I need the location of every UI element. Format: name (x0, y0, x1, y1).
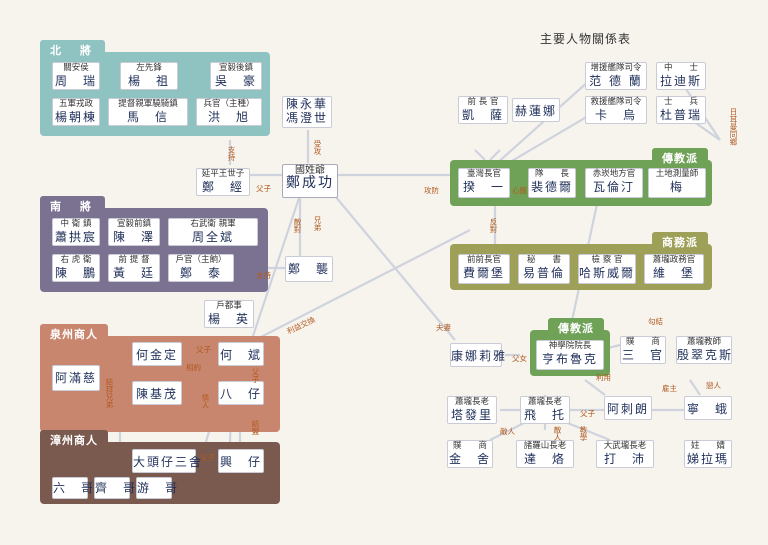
node-liuge: 六 哥 (52, 477, 93, 499)
node-yanping: 延平王世子鄭 經 (196, 168, 250, 196)
label-diren2: 敵人 (553, 426, 562, 441)
node-youge: 游 哥 (136, 477, 177, 499)
node-koxinga: 國姓爺鄭成功 (282, 164, 338, 198)
group-zhangzhou-title: 漳州商人 (40, 430, 108, 450)
group-commerce-title: 商務派 (652, 232, 708, 252)
node-he-bin: 何 斌 (218, 342, 264, 366)
node-xuanyi-hou: 宣毅後鎮吳 豪 (210, 62, 262, 90)
node-xiaolong-jiaoshi: 蕭壠教師殷翠克斯 (676, 336, 734, 364)
node-a-lang: 阿刺朗 (604, 396, 652, 420)
label-jiebai: 結盟 (251, 420, 260, 435)
group-south-title: 南 將 (40, 196, 105, 216)
node-zuoxian: 左先鋒楊 祖 (120, 62, 178, 90)
label-xinfu: 心腹 (512, 186, 527, 195)
label-gouhe: 勾結 (648, 317, 663, 326)
node-helianna: 赫蓮娜 (512, 98, 560, 122)
group-missionary-small-title: 傳教派 (548, 318, 604, 338)
node-datou: 大頭仔三舍 (132, 449, 201, 473)
node-xuanyi-qian: 宣毅前鎮陳 澤 (108, 218, 160, 246)
node-mishu: 秘 書易普倫 (518, 254, 570, 284)
chart-title: 主要人物關係表 (540, 32, 632, 46)
node-he-jinding: 何金定 (132, 342, 182, 366)
node-zhongshi: 中 士拉迪斯 (656, 62, 706, 90)
node-chikan: 赤崁地方官瓦倫汀 (585, 168, 643, 198)
label-liyong: 利用 (596, 373, 611, 382)
label-diren: 敵人 (500, 427, 515, 436)
node-taiwan: 臺灣長官揆 一 (458, 168, 510, 198)
group-missionary-title: 傳教派 (652, 148, 708, 168)
node-qianti: 前 提 督黃 廷 (108, 254, 160, 282)
node-xiaolong-zl2: 蕭壠長老飛 托 (520, 396, 570, 424)
node-shenxue: 神學院院長亨布魯克 (536, 340, 604, 370)
label-fuxun: 父女 (512, 354, 527, 363)
node-mai-jin: 贌 商金 舍 (447, 440, 493, 468)
label-riben: 日耳曼同鄉 (729, 108, 738, 146)
label-fandui: 反對 (489, 218, 498, 233)
group-quanzhou-title: 泉州商人 (40, 324, 108, 344)
node-zhongwei: 中 衛 鎮蕭拱宸 (52, 218, 100, 246)
node-zheng-xi: 鄭 襲 (285, 256, 333, 282)
label-qingren: 情人 (201, 394, 210, 409)
node-chen-yonghua: 陳永華馮澄世 (282, 96, 332, 128)
label-fuqi: 夫妻 (436, 323, 451, 332)
node-guanan: 關安侯周 瑞 (52, 62, 100, 90)
label-fuzi6: 父子 (580, 409, 595, 418)
label-fuzi3: 父子 (251, 368, 260, 383)
node-shibing: 士 兵杜普瑞 (656, 96, 706, 124)
label-dizhen: 敵對 (293, 218, 302, 233)
node-chen-jimao: 陳基茂 (132, 381, 182, 405)
node-xiaolong: 蕭壠政務官維 堡 (644, 254, 704, 284)
node-xiaolong-zhanglao: 蕭壠長老塔發里 (447, 396, 497, 424)
node-duizhang: 隊 長裴德爾 (528, 168, 576, 198)
label-jueyi: 結拜兄弟 (105, 378, 114, 408)
label-lianren: 戀人 (706, 381, 721, 390)
node-zhuluo: 諸羅山長老達 烙 (516, 440, 574, 468)
node-binguan: 兵官（主種）洪 旭 (196, 98, 262, 126)
node-zengyuan: 增援艦隊司令范 德 蘭 (585, 62, 647, 90)
node-wujun: 五軍戎政楊朝棟 (52, 98, 100, 126)
node-qiansheng: 前 長 官凱 薩 (458, 96, 508, 124)
node-qianqian: 前前長官費爾堡 (458, 254, 510, 284)
label-shouxi: 受攻 (313, 140, 322, 155)
node-jiuyuan: 救援艦隊司令卡 烏 (585, 96, 647, 124)
group-north-title: 北 將 (40, 40, 105, 60)
label-fuzi: 父子 (256, 184, 271, 193)
node-tidu: 提督親軍驍騎鎮馬 信 (108, 98, 188, 126)
label-fuzi2: 父子 (196, 345, 211, 354)
node-tudi: 土地測量師梅 (648, 168, 706, 198)
node-kang: 康娜莉雅 (450, 343, 505, 367)
label-fuzi4: 父子 (200, 453, 215, 462)
label-zhichi2: 支持 (256, 271, 271, 280)
node-hu-guan: 戶官（主餉）鄭 泰 (168, 254, 234, 282)
node-jiancha: 檢 察 官哈斯威爾 (578, 254, 636, 284)
label-zhichi: 支持 (227, 146, 236, 161)
node-hudu: 戶都事楊 英 (204, 300, 254, 328)
node-xingzai: 興 仔 (218, 449, 264, 473)
node-zhu-di: 妵 婧娣拉瑪 (684, 440, 732, 468)
node-dawu: 大武壠長老打 沛 (596, 440, 654, 468)
label-zhuanshu: 雇主 (662, 384, 677, 393)
node-bazai: 八 仔 (218, 381, 264, 405)
node-ah-manci: 阿滿慈 (52, 365, 100, 391)
node-mai-san: 贌 商三 官 (620, 336, 666, 364)
node-ning: 寧 蛾 (684, 396, 732, 420)
label-jiaoxue: 教學 (579, 426, 588, 441)
label-xiangyue: 相約 (186, 363, 201, 372)
node-qige: 齊 哥 (94, 477, 135, 499)
label-xiongdi: 兄弟 (313, 216, 322, 231)
label-gongfang: 攻防 (424, 186, 439, 195)
node-youhu: 右 虎 衛陳 鵬 (52, 254, 100, 282)
node-youwuwei: 右武衛 親軍周全斌 (168, 218, 258, 246)
